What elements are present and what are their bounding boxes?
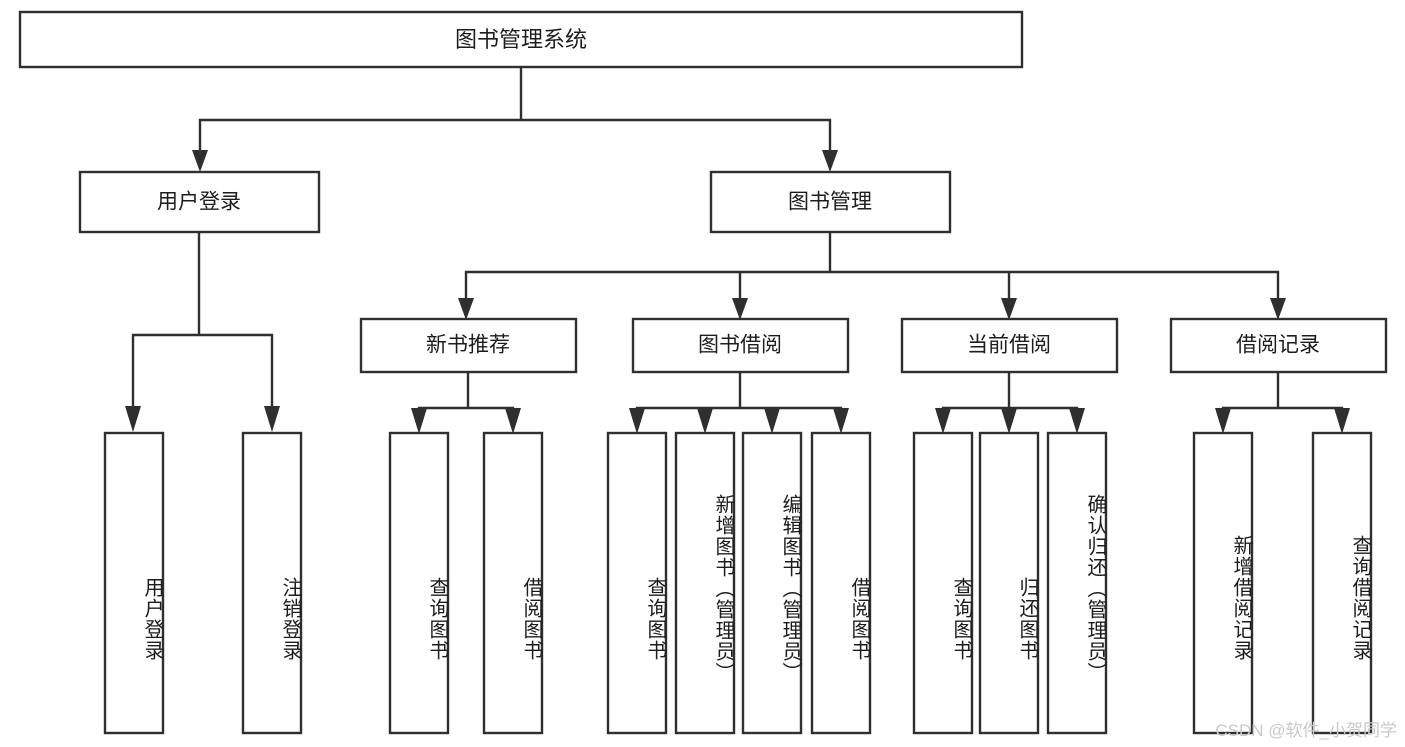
- leaf-box-confirm-return[interactable]: [1046, 431, 1108, 735]
- arrow-head-icon: [935, 408, 951, 434]
- connectors-bookmgmt-to-level3: [458, 230, 1286, 320]
- connectors-root-to-level2: [192, 65, 838, 172]
- arrow-head-icon: [411, 408, 427, 434]
- leaf-box-query-book-2[interactable]: [606, 431, 668, 735]
- arrow-head-icon: [629, 408, 645, 434]
- node-borrow-record-label: 借阅记录: [1236, 334, 1320, 357]
- node-book-borrow-label: 图书借阅: [698, 334, 782, 357]
- arrow-head-icon: [1215, 408, 1231, 434]
- connectors-currentborrow-to-leaves: [935, 370, 1085, 434]
- leaf-box-add-record[interactable]: [1192, 431, 1254, 735]
- watermark-text: CSDN @软件_小贺同学: [1215, 721, 1397, 740]
- node-system-title[interactable]: 图书管理系统: [18, 10, 1024, 69]
- arrow-head-icon: [697, 408, 713, 434]
- arrow-head-icon: [1001, 298, 1017, 320]
- arrow-head-icon: [1069, 408, 1085, 434]
- connectors-userlogin-to-leaves: [125, 230, 280, 432]
- leaf-box-edit-book[interactable]: [741, 431, 803, 735]
- node-current-borrow[interactable]: 当前借阅: [900, 317, 1119, 374]
- connectors-newbook-to-leaves: [411, 370, 521, 434]
- node-system-title-label: 图书管理系统: [455, 27, 587, 52]
- leaf-box-add-book[interactable]: [674, 431, 736, 735]
- node-user-login[interactable]: 用户登录: [78, 170, 321, 234]
- arrow-head-icon: [1334, 408, 1350, 434]
- node-new-book-recommend-label: 新书推荐: [426, 334, 510, 357]
- arrow-head-icon: [458, 298, 474, 320]
- arrow-head-icon: [764, 408, 780, 434]
- leaf-box-borrow-book-2[interactable]: [810, 431, 872, 735]
- node-user-login-label: 用户登录: [157, 191, 241, 214]
- node-current-borrow-label: 当前借阅: [967, 334, 1051, 357]
- node-borrow-record[interactable]: 借阅记录: [1169, 317, 1388, 374]
- leaf-box-query-book-3[interactable]: [912, 431, 974, 735]
- leaf-boxes: [103, 431, 1373, 735]
- leaf-box-user-logout[interactable]: [241, 431, 303, 735]
- arrow-head-icon: [125, 406, 141, 432]
- leaf-box-user-login[interactable]: [103, 431, 165, 735]
- arrow-head-icon: [1270, 298, 1286, 320]
- node-book-borrow[interactable]: 图书借阅: [631, 317, 850, 374]
- leaf-box-return-book[interactable]: [978, 431, 1040, 735]
- arrow-head-icon: [732, 298, 748, 320]
- leaf-box-query-record[interactable]: [1311, 431, 1373, 735]
- leaf-box-query-book-1[interactable]: [388, 431, 450, 735]
- arrow-head-icon: [833, 408, 849, 434]
- arrow-head-icon: [1001, 408, 1017, 434]
- arrow-head-icon: [822, 150, 838, 172]
- connectors-bookborrow-to-leaves: [629, 370, 849, 434]
- node-book-management[interactable]: 图书管理: [709, 170, 952, 234]
- connectors-borrowrecord-to-leaves: [1215, 370, 1350, 434]
- node-new-book-recommend[interactable]: 新书推荐: [359, 317, 578, 374]
- node-book-management-label: 图书管理: [788, 191, 872, 214]
- leaf-box-borrow-book-1[interactable]: [482, 431, 544, 735]
- arrow-head-icon: [192, 150, 208, 172]
- arrow-head-icon: [264, 406, 280, 432]
- arrow-head-icon: [505, 408, 521, 434]
